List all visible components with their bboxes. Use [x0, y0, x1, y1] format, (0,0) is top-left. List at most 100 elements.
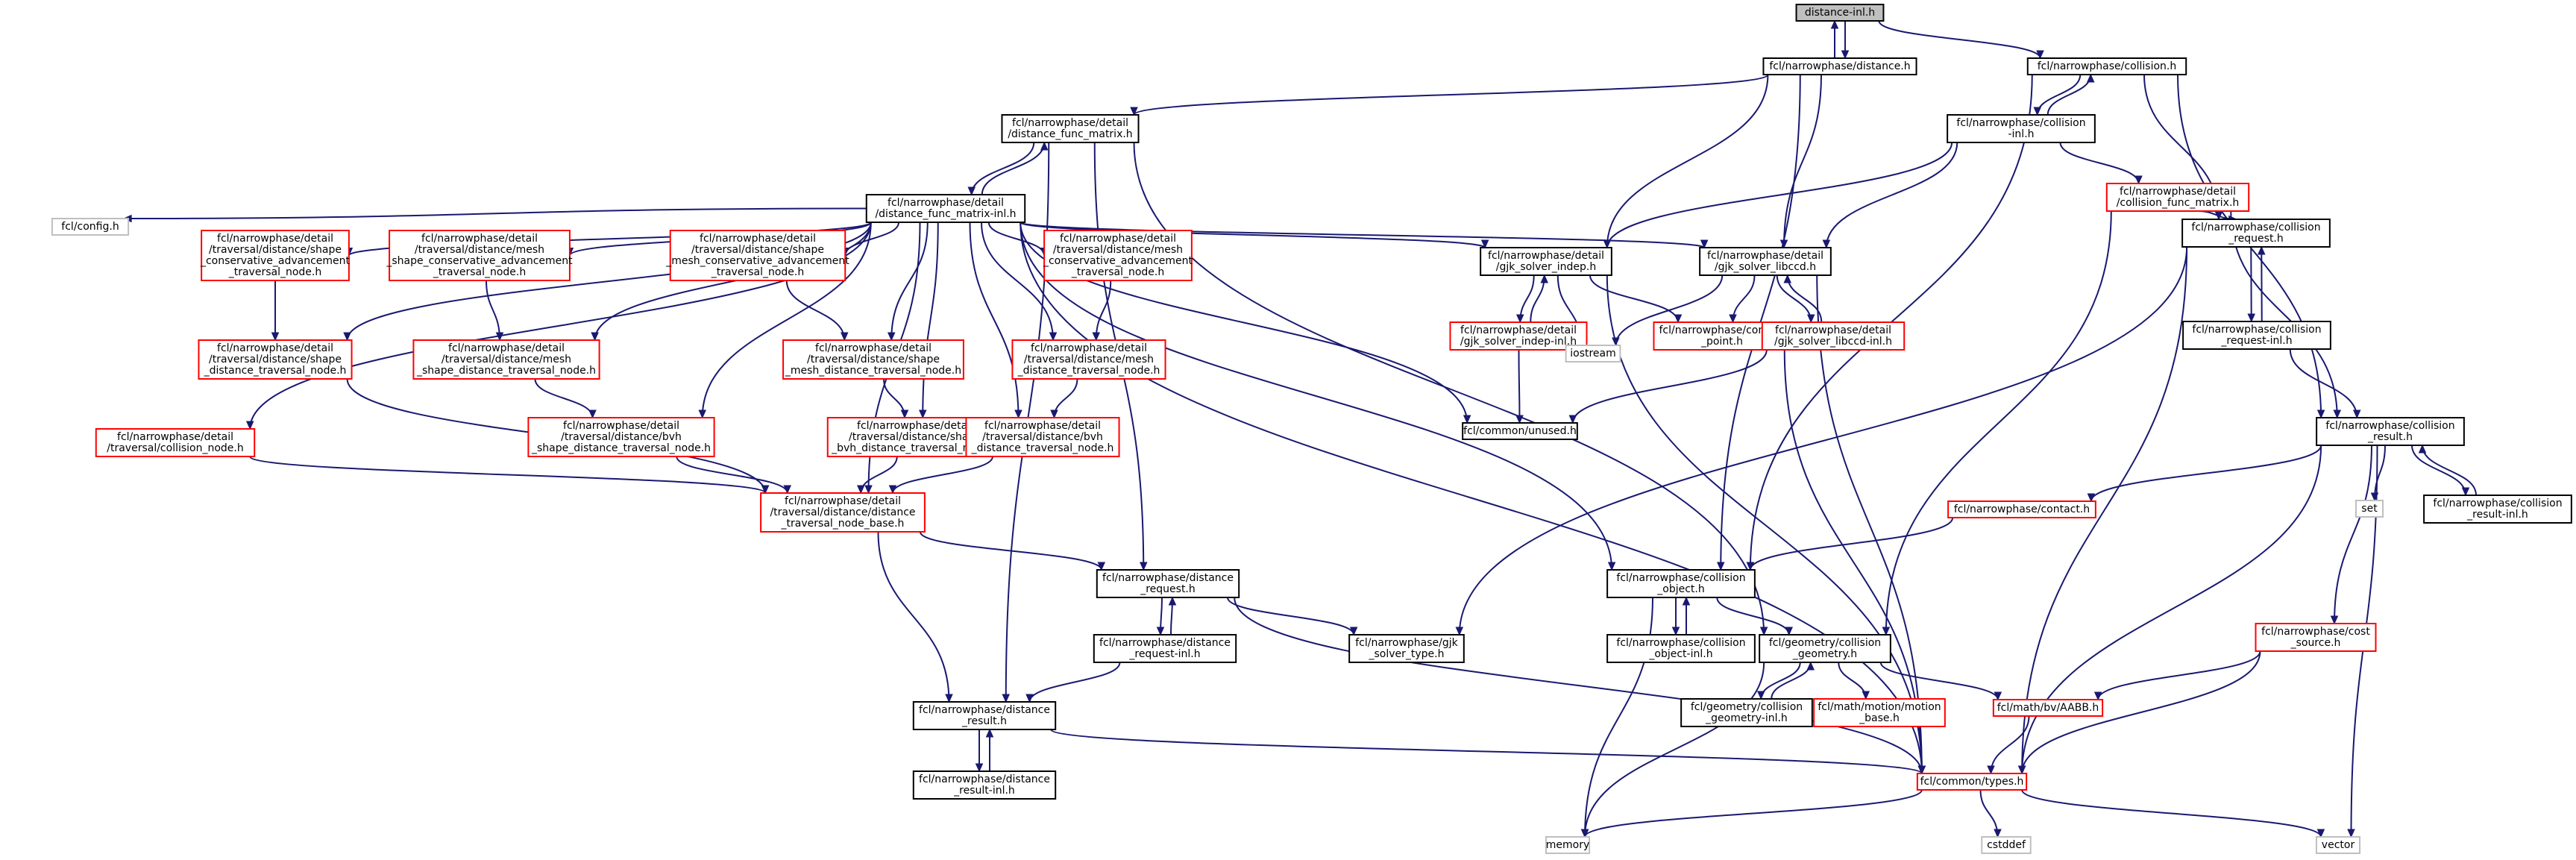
edge-types-to-cstddef — [1979, 789, 2002, 838]
edge-dfmi-to-bsdtn — [698, 222, 872, 419]
node-label-line: fcl/math/bv/AABB.h — [1997, 702, 2099, 714]
edge-arrowhead — [2017, 765, 2026, 775]
node-label-line: _distance_traversal_node.h — [971, 442, 1114, 454]
node-box — [1813, 698, 1946, 727]
node-label-line: /traversal/distance/distance — [770, 506, 915, 518]
edge-arrowhead — [1014, 409, 1022, 419]
graph-node-msdtn[interactable]: fcl/narrowphase/detail/traversal/distanc… — [412, 339, 600, 380]
graph-node-dtnb[interactable]: fcl/narrowphase/detail/traversal/distanc… — [760, 492, 926, 533]
node-label-line: _request.h — [1140, 583, 1196, 595]
graph-node-scatn[interactable]: fcl/narrowphase/detail/traversal/distanc… — [200, 230, 351, 281]
node-label-line: fcl/narrowphase/detail — [700, 233, 816, 245]
edge-line — [1838, 662, 1867, 700]
nodes-layer: distance-inl.h fcl/narrowphase/distance.h… — [51, 4, 2572, 854]
graph-node-gjl[interactable]: fcl/narrowphase/detail/gjk_solver_libccd… — [1699, 247, 1832, 276]
graph-node-set[interactable]: set — [2354, 500, 2384, 518]
graph-node-root[interactable]: distance-inl.h — [1795, 4, 1885, 22]
edge-arrowhead — [864, 485, 873, 495]
graph-node-memory[interactable]: memory — [1545, 836, 1591, 854]
edge-arrowhead — [1540, 274, 1549, 283]
graph-node-csrc[interactable]: fcl/narrowphase/cost_source.h — [2255, 623, 2377, 652]
graph-node-cobj[interactable]: fcl/narrowphase/collision_object.h — [1606, 569, 1756, 598]
graph-node-dreq[interactable]: fcl/narrowphase/distance_request.h — [1096, 569, 1240, 598]
edge-line — [1133, 142, 1765, 635]
graph-node-ctn[interactable]: fcl/narrowphase/detail/traversal/collisi… — [95, 428, 256, 457]
graph-node-bdtn[interactable]: fcl/narrowphase/detail/traversal/distanc… — [965, 417, 1120, 457]
node-label-line: fcl/narrowphase/detail — [448, 342, 565, 354]
edge-arrowhead — [1841, 50, 1850, 60]
graph-node-cres[interactable]: fcl/narrowphase/collision_result.h — [2316, 417, 2465, 446]
graph-node-cfg[interactable]: fcl/config.h — [51, 218, 130, 236]
edge-nd-to-root — [1830, 19, 1839, 59]
graph-node-sbdtn[interactable]: fcl/narrowphase/detail/traversal/distanc… — [826, 417, 1004, 457]
edge-dres-to-types — [1050, 729, 1926, 775]
edge-line — [1878, 20, 2041, 59]
graph-node-types[interactable]: fcl/common/types.h — [1916, 773, 2028, 791]
graph-node-dfm[interactable]: fcl/narrowphase/detail/distance_func_mat… — [1001, 114, 1140, 143]
node-box — [912, 770, 1057, 800]
graph-node-dresi[interactable]: fcl/narrowphase/distance_result-inl.h — [912, 770, 1057, 800]
graph-node-gst[interactable]: fcl/narrowphase/gjk_solver_type.h — [1348, 634, 1465, 663]
graph-node-cgeo[interactable]: fcl/geometry/collision_geometry.h — [1759, 634, 1891, 663]
node-box — [760, 492, 926, 533]
edge-csrc-to-aabb — [2093, 650, 2261, 701]
edge-cresi-to-cres — [2418, 444, 2477, 496]
graph-node-creqi[interactable]: fcl/narrowphase/collision_request-inl.h — [2182, 321, 2331, 350]
node-label-line: /traversal/distance/shape — [209, 244, 342, 256]
graph-node-mdtn[interactable]: fcl/narrowphase/detail/traversal/distanc… — [1011, 339, 1166, 380]
edge-line — [1879, 662, 1999, 700]
graph-node-sdtn[interactable]: fcl/narrowphase/detail/traversal/distanc… — [198, 339, 353, 380]
graph-node-smdtn[interactable]: fcl/narrowphase/detail/traversal/distanc… — [782, 339, 964, 380]
edge-arrowhead — [1987, 765, 1995, 775]
graph-node-vector[interactable]: vector — [2315, 836, 2361, 854]
graph-node-smcatn[interactable]: fcl/narrowphase/detail/traversal/distanc… — [665, 230, 849, 281]
edge-arrowhead — [1729, 314, 1737, 324]
edge-line — [1776, 274, 1812, 323]
node-box — [1680, 698, 1813, 727]
edge-arrowhead — [967, 186, 976, 196]
graph-node-cstddef[interactable]: cstddef — [1981, 836, 2032, 854]
edge-dfmi-to-gjl — [1020, 222, 1709, 249]
node-label-line: fcl/common/types.h — [1920, 776, 2024, 788]
node-label-line: _request.h — [2228, 233, 2284, 245]
graph-node-mmb[interactable]: fcl/math/motion/motion_base.h — [1813, 698, 1946, 727]
graph-node-cresi[interactable]: fcl/narrowphase/collision_result-inl.h — [2423, 495, 2572, 524]
edge-arrowhead — [2086, 73, 2095, 83]
graph-node-cobji[interactable]: fcl/narrowphase/collision_object-inl.h — [1606, 634, 1756, 663]
graph-node-contact[interactable]: fcl/narrowphase/contact.h — [1947, 500, 2096, 518]
edges-layer — [122, 19, 2477, 838]
graph-node-nc[interactable]: fcl/narrowphase/collision.h — [2026, 57, 2187, 75]
edge-cres-to-set — [2370, 445, 2386, 502]
graph-node-dres[interactable]: fcl/narrowphase/distance_result.h — [912, 701, 1057, 730]
graph-node-cgeoi[interactable]: fcl/geometry/collision_geometry-inl.h — [1680, 698, 1813, 727]
node-box — [412, 339, 600, 380]
node-label-line: _request-inl.h — [1128, 648, 1200, 660]
graph-node-dreqi[interactable]: fcl/narrowphase/distance_request-inl.h — [1093, 634, 1237, 663]
graph-node-mscatn[interactable]: fcl/narrowphase/detail/traversal/distanc… — [386, 230, 573, 281]
graph-node-bsdtn[interactable]: fcl/narrowphase/detail/traversal/distanc… — [527, 417, 715, 457]
edge-line — [1050, 729, 1923, 774]
node-label-line: fcl/config.h — [61, 221, 119, 233]
edge-cobj-to-cobji — [1671, 597, 1680, 636]
edge-line — [970, 142, 1035, 195]
edge-line — [1458, 246, 2188, 635]
node-label-line: _traversal_node.h — [1071, 266, 1165, 278]
node-label-line: fcl/geometry/collision — [1691, 701, 1803, 713]
graph-node-creq[interactable]: fcl/narrowphase/collision_request.h — [2181, 219, 2331, 248]
edge-arrowhead — [495, 332, 504, 342]
graph-node-aabb[interactable]: fcl/math/bv/AABB.h — [1992, 699, 2104, 717]
graph-node-gjii[interactable]: fcl/narrowphase/detail/gjk_solver_indep-… — [1449, 321, 1588, 351]
graph-node-gji[interactable]: fcl/narrowphase/detail/gjk_solver_indep.… — [1480, 247, 1612, 276]
graph-node-gjli[interactable]: fcl/narrowphase/detail/gjk_solver_libccd… — [1761, 321, 1906, 351]
edge-line — [2250, 246, 2252, 322]
graph-node-cfm[interactable]: fcl/narrowphase/detail/collision_func_ma… — [2105, 183, 2250, 212]
graph-node-mcatn[interactable]: fcl/narrowphase/detail/traversal/distanc… — [1043, 230, 1193, 281]
node-box — [1096, 569, 1240, 598]
graph-node-nd[interactable]: fcl/narrowphase/distance.h — [1762, 57, 1917, 75]
edge-line — [2036, 74, 2082, 116]
graph-node-nci[interactable]: fcl/narrowphase/collision-inl.h — [1947, 114, 2096, 143]
node-label-line: _distance_traversal_node.h — [204, 365, 347, 377]
graph-node-dfmi[interactable]: fcl/narrowphase/detail/distance_func_mat… — [865, 194, 1026, 223]
graph-node-unused[interactable]: fcl/common/unused.h — [1462, 422, 1578, 440]
graph-node-ios[interactable]: iostream — [1565, 345, 1621, 362]
